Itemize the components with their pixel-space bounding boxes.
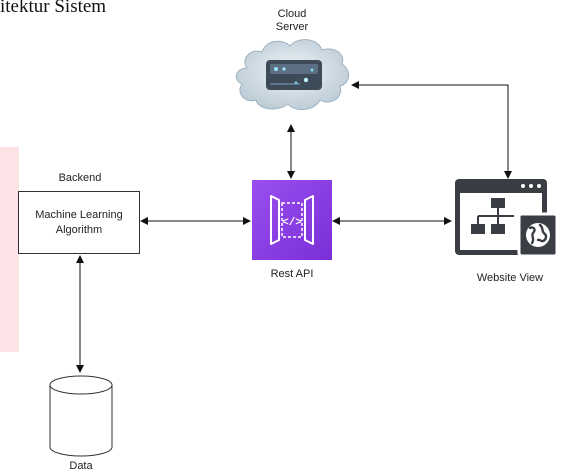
connectors <box>76 81 512 373</box>
accent-strip <box>0 147 19 352</box>
connector-cloud-website <box>351 81 512 179</box>
cloud-label-line2: Server <box>275 21 309 33</box>
machine-learning-box: Machine Learning Algorithm <box>18 191 140 254</box>
ml-box-line1: Machine Learning <box>35 208 123 221</box>
database-cylinder-icon <box>49 375 113 457</box>
data-label: Data <box>69 460 93 472</box>
website-sitemap-icon <box>455 179 559 258</box>
website-view-label: Website View <box>476 272 544 284</box>
page-title: itektur Sistem <box>0 0 107 17</box>
svg-text:</>: </> <box>282 217 302 229</box>
api-gateway-icon: </> <box>252 180 332 260</box>
cloud-label-line1: Cloud <box>277 8 307 20</box>
rest-api-label: Rest API <box>270 268 314 280</box>
ml-box-line2: Algorithm <box>55 223 103 236</box>
backend-heading: Backend <box>58 172 102 184</box>
cloud-server-label: Cloud Server <box>262 8 322 34</box>
cloud-server-icon <box>235 39 349 110</box>
